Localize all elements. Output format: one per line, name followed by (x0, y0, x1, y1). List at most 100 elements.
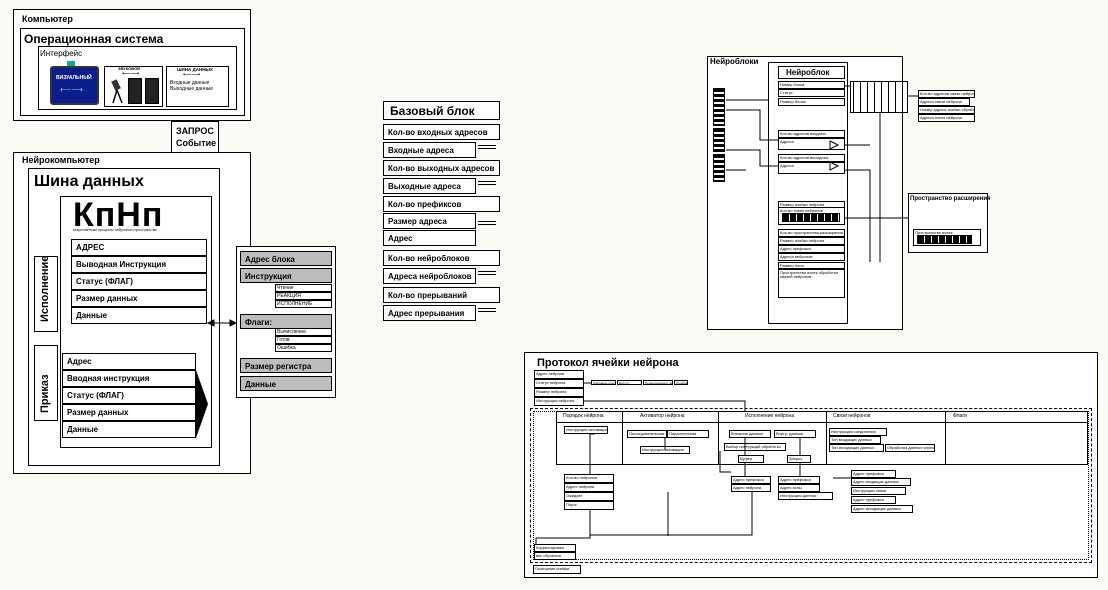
status-wait: Ожидание ответа (591, 380, 616, 385)
section-divider-1 (622, 411, 623, 465)
base-row-in-count: Кол-во входных адресов (383, 124, 500, 140)
visual-label: ВИЗУАЛЬНЫЙ (56, 75, 92, 81)
base-row-nb-count: Кол-во нейроблоков (383, 250, 500, 266)
order-row-data: Данные (62, 421, 196, 438)
left-list-waiting: Ожидает (564, 492, 614, 501)
nb-side-item-1: Кол-во адресов связи нейрона (918, 90, 975, 98)
flag-ready: Готов (275, 336, 332, 344)
activator-sequential: Последовательная (627, 430, 667, 438)
request-label: ЗАПРОС (176, 126, 214, 136)
order-side-frame (34, 345, 58, 421)
protocol-footer: Окончание ячейки (533, 565, 581, 574)
bus-output-text: Выходные данные (170, 86, 214, 92)
register-size: Размер регистра (240, 358, 332, 373)
register-data: Данные (240, 376, 332, 391)
section-divider-3 (826, 411, 827, 465)
order-row-status: Статус (ФЛАГ) (62, 387, 196, 404)
instruction-reaction: РЕАКЦИЯ (275, 292, 332, 300)
nb-field-in-count: Кол-во адресов входных (778, 130, 845, 138)
right-list-prefix-out: Адрес префикса (851, 496, 896, 504)
bus-arrows-icon: ⟵⟶ (183, 72, 201, 78)
mid-list2-data-instruction: Инструкция данных (778, 492, 833, 500)
nb-register-stack-bottom (713, 154, 725, 182)
base-row-in-addr-stack (478, 145, 496, 151)
neuroblock-title: Нейроблок (786, 68, 830, 77)
base-row-nb-addr-stack (478, 271, 496, 277)
section-divider-4 (945, 411, 946, 465)
visual-arrows-icon: ⟵⟶ (60, 85, 83, 94)
right-list-prefix-in: Адрес префикса (851, 470, 896, 478)
exec-row-size: Размер данных (71, 290, 207, 307)
base-row-out-count: Кол-во выходных адресов (383, 160, 500, 176)
os-title: Операционная система (24, 32, 164, 46)
left-list-count: Кол-во нейронов (564, 474, 614, 483)
protocol-neuron-address: Адрес нейрона (534, 370, 584, 379)
exec-row-data: Данные (71, 307, 207, 324)
bus-interface-frame (166, 66, 229, 107)
nb-cell-array (782, 213, 840, 222)
nb-field-number: Номер блока (778, 81, 845, 89)
base-row-in-addr: Входные адреса (383, 142, 476, 158)
links-buffer-note: Обработка данных через буфер (885, 444, 935, 452)
status-passive: Переключение в пассив (643, 380, 673, 385)
logo-subtitle: искусственные процессы нейронного простр… (73, 228, 157, 232)
bottom-learning-weight: вес обучения (534, 552, 576, 560)
section-header-line (556, 422, 1088, 423)
mid-list2-prefix: Адрес префикса (778, 476, 820, 484)
section-divider-2 (718, 411, 719, 465)
tag-request: Запрос (787, 455, 811, 463)
links-input-type: Тип входящих данных (829, 436, 881, 444)
base-row-prefix-count: Кол-во префиксов (383, 196, 500, 212)
base-row-address: Адрес (383, 230, 476, 246)
nb-field-in-addr: Адреса (778, 138, 845, 150)
exec-external-data: Внешние данные (729, 430, 771, 438)
sound-arrows-icon: ⟵⟶ (122, 71, 140, 77)
nb-field-size: Размер блока (778, 98, 845, 106)
left-list-address: Адрес нейрона (564, 483, 614, 492)
visual-indicator-icon (67, 61, 75, 66)
base-row-out-addr-stack (478, 181, 496, 187)
event-label: Событие (176, 138, 217, 148)
order-row-address: Адрес (62, 353, 196, 370)
bus-label: ШИНА ДАННЫХ (177, 67, 213, 72)
activator-parallel: Параллельная (667, 430, 709, 438)
section-order: Порядок нейрона (563, 413, 604, 419)
protocol-title: Протокол ячейки нейрона (537, 357, 679, 369)
base-row-addr-size-stack (478, 221, 496, 227)
section-flags: Флаги (953, 413, 967, 419)
links-output-type: Тип исходящих данных (829, 444, 884, 452)
status-access: Доступ (617, 380, 642, 385)
base-row-int-addr: Адрес прерывания (383, 305, 476, 321)
status-error: Ошибка (674, 380, 688, 385)
base-block-title: Базовый блок (390, 104, 475, 118)
nb-register-stack-top (713, 88, 725, 126)
order-arrow-icon (196, 370, 208, 438)
base-row-out-addr: Выходные адреса (383, 178, 476, 194)
register-instruction: Инструкция (240, 268, 332, 283)
instruction-execution: ИСПОЛНЕНИЕ (275, 300, 332, 308)
bottom-correction: Корректировка (534, 544, 576, 552)
nb-field-out-count: Кол-во адресов выходных (778, 154, 845, 162)
instruction-read: Чтение (275, 284, 332, 292)
sections-frame (556, 411, 1088, 465)
right-list-link-instruction: Инструкция связи (851, 487, 906, 495)
exec-internal-data: Внутр. данные (774, 430, 816, 438)
section-activator: Активатор нейрона (640, 413, 685, 419)
protocol-neuron-status: Статус нейрона (534, 379, 584, 388)
nb-field-out-addr: Адреса (778, 162, 845, 174)
mid-list2-zone: Адрес зоны (778, 484, 820, 492)
protocol-dashed-area (530, 408, 1092, 563)
sound-label: ЗВУКОВОЙ (118, 66, 141, 71)
base-row-int-addr-stack (478, 308, 496, 314)
flag-error: Ошибка (275, 344, 332, 352)
protocol-neuron-size: Размер нейрона (534, 388, 584, 397)
exec-processing-choice: Выбор инструкций обработки (724, 443, 786, 451)
exec-row-instruction: Выводная Инструкция (71, 256, 207, 273)
microphone-icon (110, 78, 124, 104)
protocol-frame (524, 352, 1098, 578)
links-connection-instruction: Инструкция соединения (829, 428, 887, 436)
left-list-threshold: Порог (564, 501, 614, 510)
right-list-out-data: Адрес исходящих данных (851, 505, 913, 513)
exec-side-frame (34, 256, 58, 332)
